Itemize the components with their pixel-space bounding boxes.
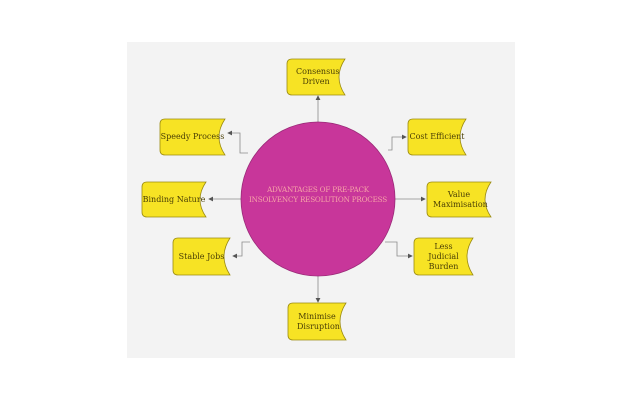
node-disruption: Minimise Disruption: [288, 303, 346, 340]
node-label: Consensus Driven: [296, 67, 340, 86]
connector-jobs: [232, 241, 250, 259]
node-disruption-shape: [287, 302, 347, 341]
node-consensus: Consensus Driven: [287, 59, 345, 95]
node-judicial: Less Judicial Burden: [414, 238, 473, 275]
node-label: Minimise Disruption: [297, 311, 340, 331]
node-label: Stable Jobs: [178, 251, 225, 261]
node-jobs-shape: [172, 237, 231, 276]
node-label: Speedy Process: [160, 132, 225, 141]
node-cost: Cost Efficient: [408, 119, 466, 155]
center-title: ADVANTAGES OF PRE-PACK INSOLVENCY RESOLU…: [241, 185, 395, 205]
center-title-line2: INSOLVENCY RESOLUTION PROCESS: [249, 195, 387, 204]
node-binding-shape: [141, 181, 207, 218]
node-judicial-shape: [413, 237, 474, 276]
connector-speedy: [227, 130, 248, 154]
center-title-line1: ADVANTAGES OF PRE-PACK: [267, 185, 369, 194]
connector-judicial: [385, 241, 413, 259]
node-value-shape: [426, 181, 492, 218]
node-value: Value Maximisation: [427, 182, 491, 217]
node-binding: Binding Nature: [142, 182, 206, 217]
node-speedy: Speedy Process: [160, 119, 225, 155]
node-label: Value Maximisation: [433, 189, 488, 209]
node-cost-shape: [407, 118, 467, 156]
node-label: Binding Nature: [142, 194, 206, 204]
connector-cost: [388, 134, 407, 151]
node-jobs: Stable Jobs: [173, 238, 230, 275]
node-label: Less Judicial Burden: [428, 241, 459, 271]
node-label: Cost Efficient: [409, 132, 465, 141]
center-circle: [240, 121, 396, 277]
node-speedy-shape: [159, 118, 226, 156]
node-consensus-shape: [286, 58, 346, 96]
